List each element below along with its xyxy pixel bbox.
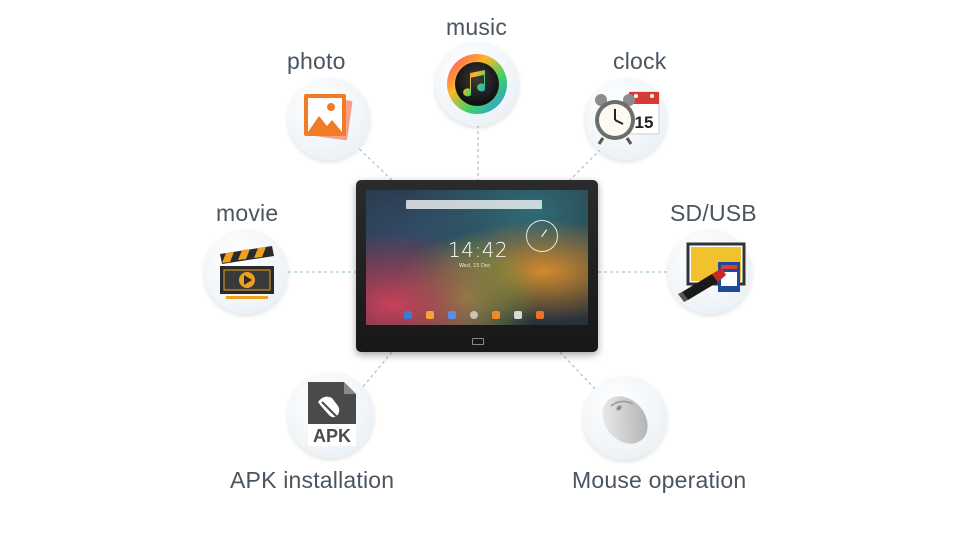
movie-label: movie <box>216 200 279 226</box>
screen-analog-clock-widget <box>526 220 558 252</box>
apk-file-icon: APK <box>308 382 356 446</box>
digital-photo-frame: 14:42 Wed, 15 Dec <box>356 180 598 352</box>
photo-label: photo <box>287 48 346 74</box>
screen-time: 14:42 <box>448 238 509 262</box>
apk-label: APK installation <box>230 467 395 493</box>
dock-app-icon <box>492 311 500 319</box>
dock-app-icon <box>404 311 412 319</box>
device-home-button <box>472 338 484 345</box>
apk-circle: APK <box>288 372 374 458</box>
computer-mouse-icon <box>602 396 648 444</box>
screen-search-bar <box>406 200 542 209</box>
photo-circle <box>288 78 370 160</box>
clock-circle: 15 <box>585 78 667 160</box>
connector-apk <box>361 351 393 389</box>
connector-photo <box>354 144 393 181</box>
music-label: music <box>446 14 508 40</box>
screen-app-dock <box>404 311 564 321</box>
sd-card-usb-icon <box>678 242 746 302</box>
calendar-day: 15 <box>635 113 654 132</box>
dock-app-icon <box>448 311 456 319</box>
screen-date: Wed, 15 Dec <box>459 263 491 269</box>
music-note-icon <box>447 54 507 114</box>
alarm-clock-calendar-icon: 15 <box>595 91 660 145</box>
mouse-circle <box>583 376 667 460</box>
sd-usb-label: SD/USB <box>670 200 757 226</box>
music-circle <box>435 42 519 126</box>
dock-app-icon <box>514 311 522 319</box>
mouse-label: Mouse operation <box>572 467 747 493</box>
clock-label: clock <box>613 48 667 74</box>
dock-app-icon <box>470 311 478 319</box>
clapperboard-icon <box>220 246 274 299</box>
dock-app-icon <box>536 311 544 319</box>
movie-circle <box>204 230 288 314</box>
apk-badge: APK <box>313 426 351 446</box>
sd-usb-circle <box>668 230 752 314</box>
dock-app-icon <box>426 311 434 319</box>
photo-icon <box>304 94 353 141</box>
device-screen: 14:42 Wed, 15 Dec <box>366 190 588 325</box>
